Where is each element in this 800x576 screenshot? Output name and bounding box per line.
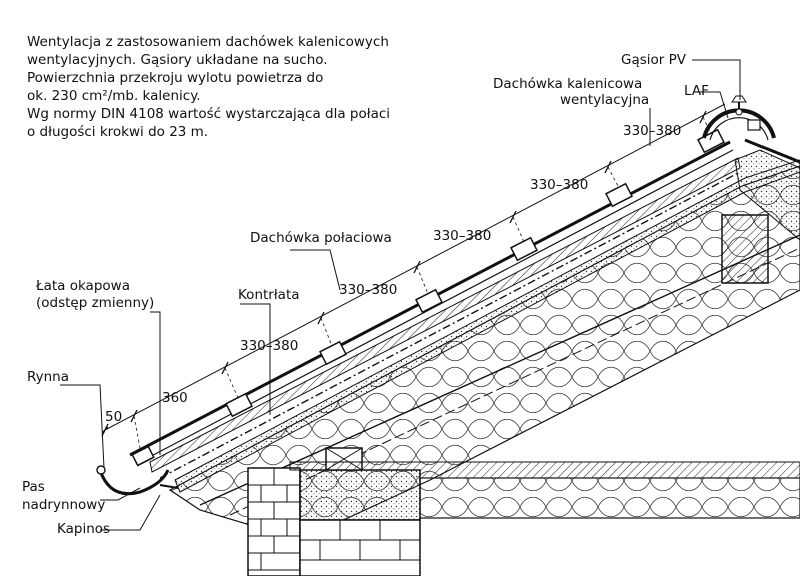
label-gasior-pv: Gąsior PV	[621, 52, 687, 68]
dim-330-380: 330–380	[433, 228, 491, 244]
description-line: Powierzchnia przekroju wylotu powietrza …	[27, 70, 324, 86]
batten	[415, 288, 443, 314]
roof-structure	[129, 138, 800, 541]
batten	[225, 392, 253, 418]
roof-tile-right	[744, 138, 800, 164]
floor-slab	[419, 477, 800, 519]
inner-line	[199, 234, 800, 506]
dim-330-380: 330–380	[240, 338, 298, 354]
underlay-membrane	[159, 171, 741, 479]
label-leaders	[60, 59, 741, 531]
wall-plate	[299, 469, 421, 521]
batten	[510, 236, 538, 262]
batten	[605, 182, 633, 208]
batten	[319, 340, 347, 366]
dim-330-380: 330–380	[623, 123, 681, 139]
ridge-tile	[702, 95, 776, 141]
description-line: Wentylacja z zastosowaniem dachówek kale…	[27, 34, 389, 50]
label-dachowka-kalenicowa: Dachówka kalenicowa	[493, 76, 642, 92]
description-line: ok. 230 cm²/mb. kalenicy.	[27, 88, 201, 104]
label-lata-okapowa: Łata okapowa	[35, 278, 130, 294]
label-dachowka-kalenicowa-2: wentylacyjna	[560, 92, 649, 108]
label-pas-2: nadrynnowy	[22, 497, 105, 513]
dim-50: 50	[105, 409, 122, 425]
label-dachowka-polaciowa: Dachówka połaciowa	[250, 230, 392, 246]
battens	[131, 128, 725, 467]
gutter	[96, 465, 179, 496]
label-kontrlata: Kontrłata	[238, 287, 300, 303]
label-rynna: Rynna	[27, 369, 69, 385]
description-line: Wg normy DIN 4108 wartość wystarczająca …	[27, 106, 391, 122]
description-line: o długości krokwi do 23 m.	[27, 124, 209, 140]
batten	[131, 445, 155, 467]
ridge-masonry	[721, 214, 769, 284]
eaves-wall	[247, 447, 800, 576]
dim-330-380: 330–380	[339, 282, 397, 298]
label-pas: Pas	[22, 479, 45, 495]
batten	[697, 128, 725, 154]
ridge-structure	[734, 149, 800, 241]
description-line: wentylacyjnych. Gąsiory układane na such…	[27, 52, 328, 68]
label-kapinos: Kapinos	[57, 521, 110, 537]
label-lata-okapowa-2: (odstęp zmienny)	[36, 295, 154, 311]
description-text: Wentylacja z zastosowaniem dachówek kale…	[27, 33, 427, 141]
dimension-line	[102, 103, 726, 449]
label-laf: LAF	[684, 83, 709, 99]
dim-360: 360	[162, 390, 188, 406]
dim-330-380: 330–380	[530, 177, 588, 193]
